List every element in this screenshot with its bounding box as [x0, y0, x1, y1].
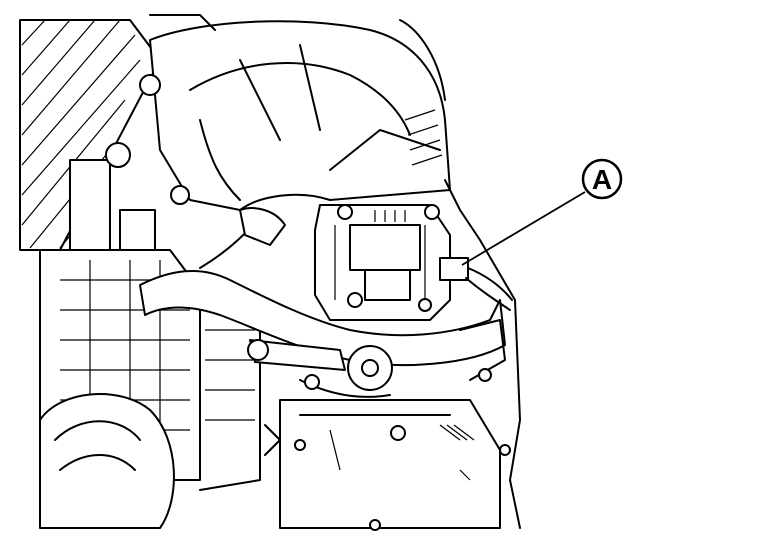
- harness-connector: [439, 257, 513, 311]
- callout-a-label: A: [592, 164, 612, 195]
- callout-a: A: [581, 158, 623, 200]
- lower-case-plate: [264, 399, 501, 531]
- actuator-motor: [314, 204, 451, 321]
- blower-housing: [39, 393, 175, 529]
- door-link-lever: [247, 339, 393, 398]
- upper-duct-housing: [149, 14, 451, 211]
- heater-hose: [139, 207, 506, 366]
- callout-leader-line: [461, 191, 586, 266]
